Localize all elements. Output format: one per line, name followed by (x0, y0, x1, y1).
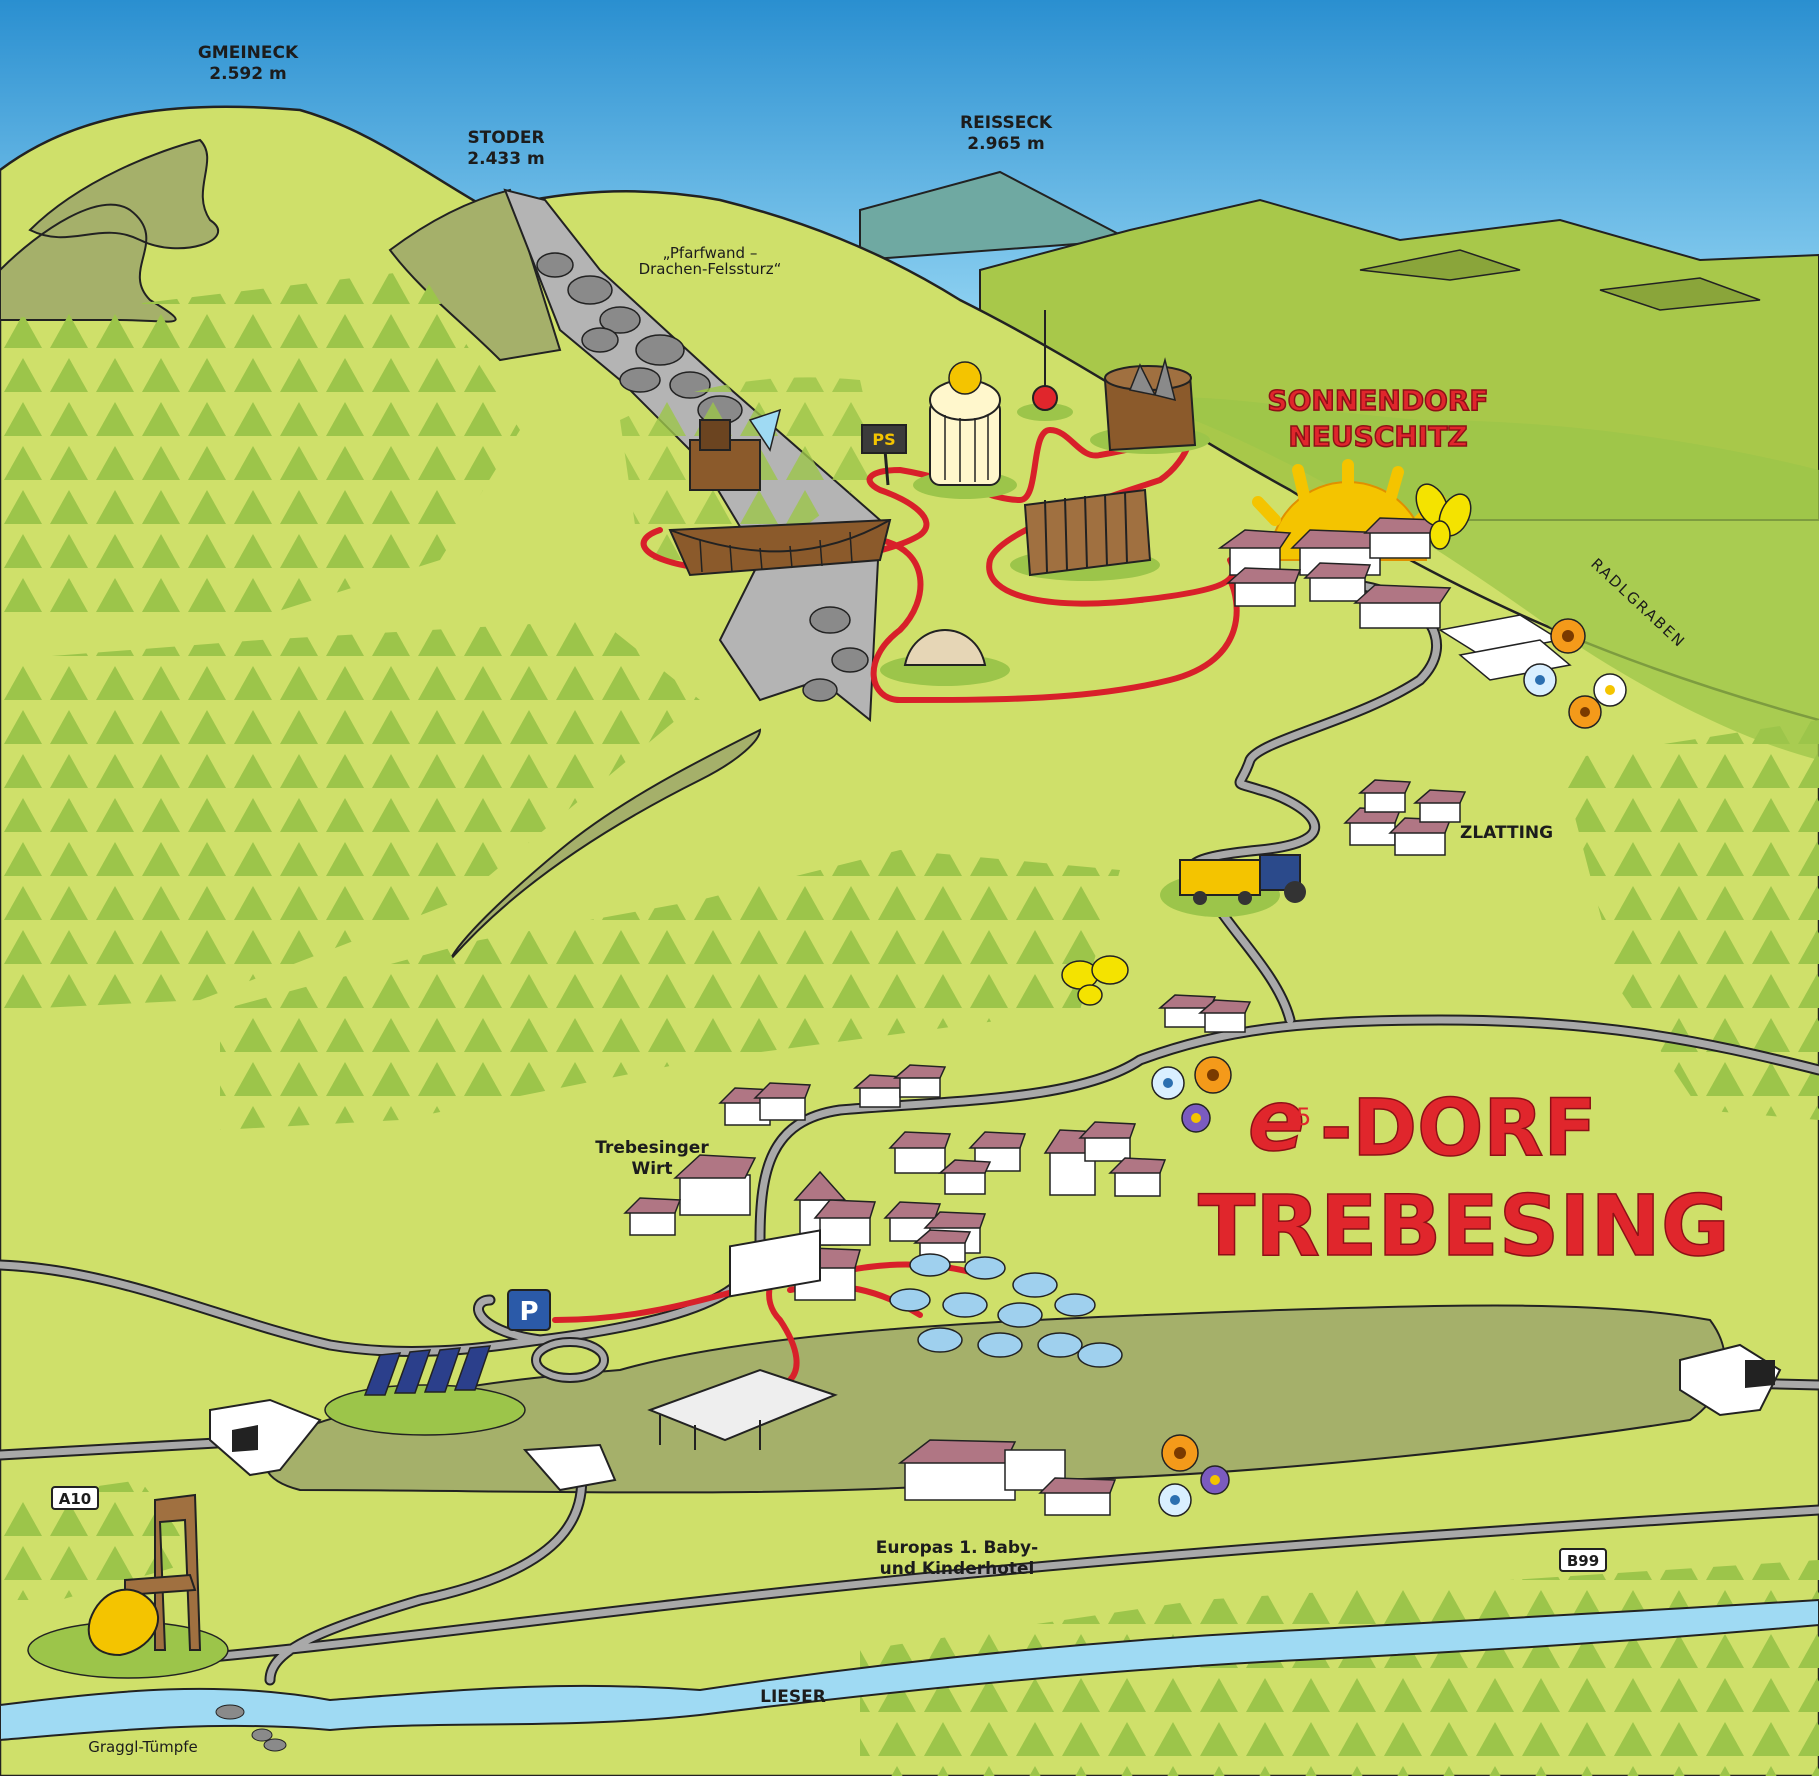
right-ridge-shadow (1359, 249, 1761, 311)
sonnendorf-houses (1217, 517, 1452, 629)
rockfall-label-line1: „Pfarfwand – (663, 244, 758, 262)
flowers-sonnendorf (1523, 618, 1627, 729)
rockfall-label-line2: Drachen-Felssturz“ (639, 260, 782, 278)
b99-sign-label: B99 (1567, 1552, 1599, 1570)
stone-enclosure (1090, 357, 1210, 454)
zlatting-label: ZLATTING (1460, 823, 1553, 843)
butterfly-middle (1061, 955, 1129, 1006)
peak-label-gmeineck-name: GMEINECK (198, 43, 299, 63)
main-title-line2: TREBESING (1198, 1177, 1730, 1275)
peak-label-reisseck-name: REISSECK (960, 113, 1053, 133)
a10-sign: A10 (51, 1486, 99, 1510)
ps-sign-label: PS (872, 430, 895, 449)
zlatting-houses (1343, 779, 1467, 856)
river-stones (215, 1704, 287, 1752)
solar-park (324, 1345, 526, 1436)
pools-label: Graggl-Tümpfe (88, 1738, 197, 1756)
lower-valley-streak (449, 728, 762, 961)
main-title-sup: 5 (1296, 1103, 1311, 1131)
forest-right-lower (1560, 720, 1819, 1120)
pendulum (1017, 310, 1073, 421)
peak-label-gmeineck-elevation: 2.592 m (209, 64, 286, 84)
info-pavilion (647, 1229, 838, 1450)
forest-bottom-left (0, 1480, 200, 1600)
trebesing-village-houses (623, 994, 1252, 1301)
river-label: LIESER (760, 1687, 826, 1707)
a10-sign-label: A10 (59, 1490, 91, 1508)
lieser-river (0, 1598, 1819, 1742)
giant-chair (27, 1493, 229, 1679)
peak-label-reisseck-elevation: 2.965 m (967, 134, 1044, 154)
main-title: e 5 -DORF TREBESING (1197, 1071, 1730, 1276)
peak-label-stoder-elevation: 2.433 m (467, 149, 544, 169)
forest-left-middle (0, 620, 700, 1010)
forest-middle-band (220, 850, 1120, 1130)
parking-sign: P (507, 1289, 551, 1331)
main-title-e: e (1248, 1072, 1305, 1170)
flowers-hotel (1158, 1434, 1230, 1517)
roads (0, 564, 1819, 1686)
right-slope (1140, 397, 1819, 760)
tunnel-west (209, 1398, 322, 1477)
parking-sign-label: P (519, 1297, 538, 1327)
wirt-label-line2: Wirt (631, 1159, 672, 1179)
sun-temple (913, 361, 1017, 499)
sonnendorf-title-line2: NEUSCHITZ (1288, 420, 1467, 453)
yurt (880, 628, 1010, 686)
butterfly-upper (1415, 483, 1472, 550)
peak-label-stoder-name: STODER (467, 128, 544, 148)
kinderhotel-buildings (897, 1439, 1117, 1516)
forest-left-upper (0, 270, 520, 620)
ps-sign: PS (861, 424, 907, 486)
hiking-trails (552, 425, 1240, 1383)
tractor-wagon (1160, 854, 1306, 917)
hotel-label-line1: Europas 1. Baby- (876, 1538, 1038, 1558)
rockfall-scree (503, 188, 882, 723)
sawmill (689, 408, 782, 491)
sonnendorf-title-line1: SONNENDORF (1267, 384, 1488, 417)
hotel-label-line2: und Kinderhotel (880, 1559, 1035, 1579)
wirt-label-line1: Trebesinger (595, 1138, 709, 1158)
suspension-bridge (668, 518, 892, 577)
dome-playground (889, 1253, 1123, 1368)
b99-sign: B99 (1559, 1548, 1607, 1572)
palisade (1010, 488, 1160, 581)
flowers-trebesing (1151, 1056, 1232, 1133)
main-title-line1: -DORF (1320, 1084, 1597, 1174)
tunnel-middle (522, 1443, 617, 1492)
tunnel-portals (209, 1343, 1782, 1492)
